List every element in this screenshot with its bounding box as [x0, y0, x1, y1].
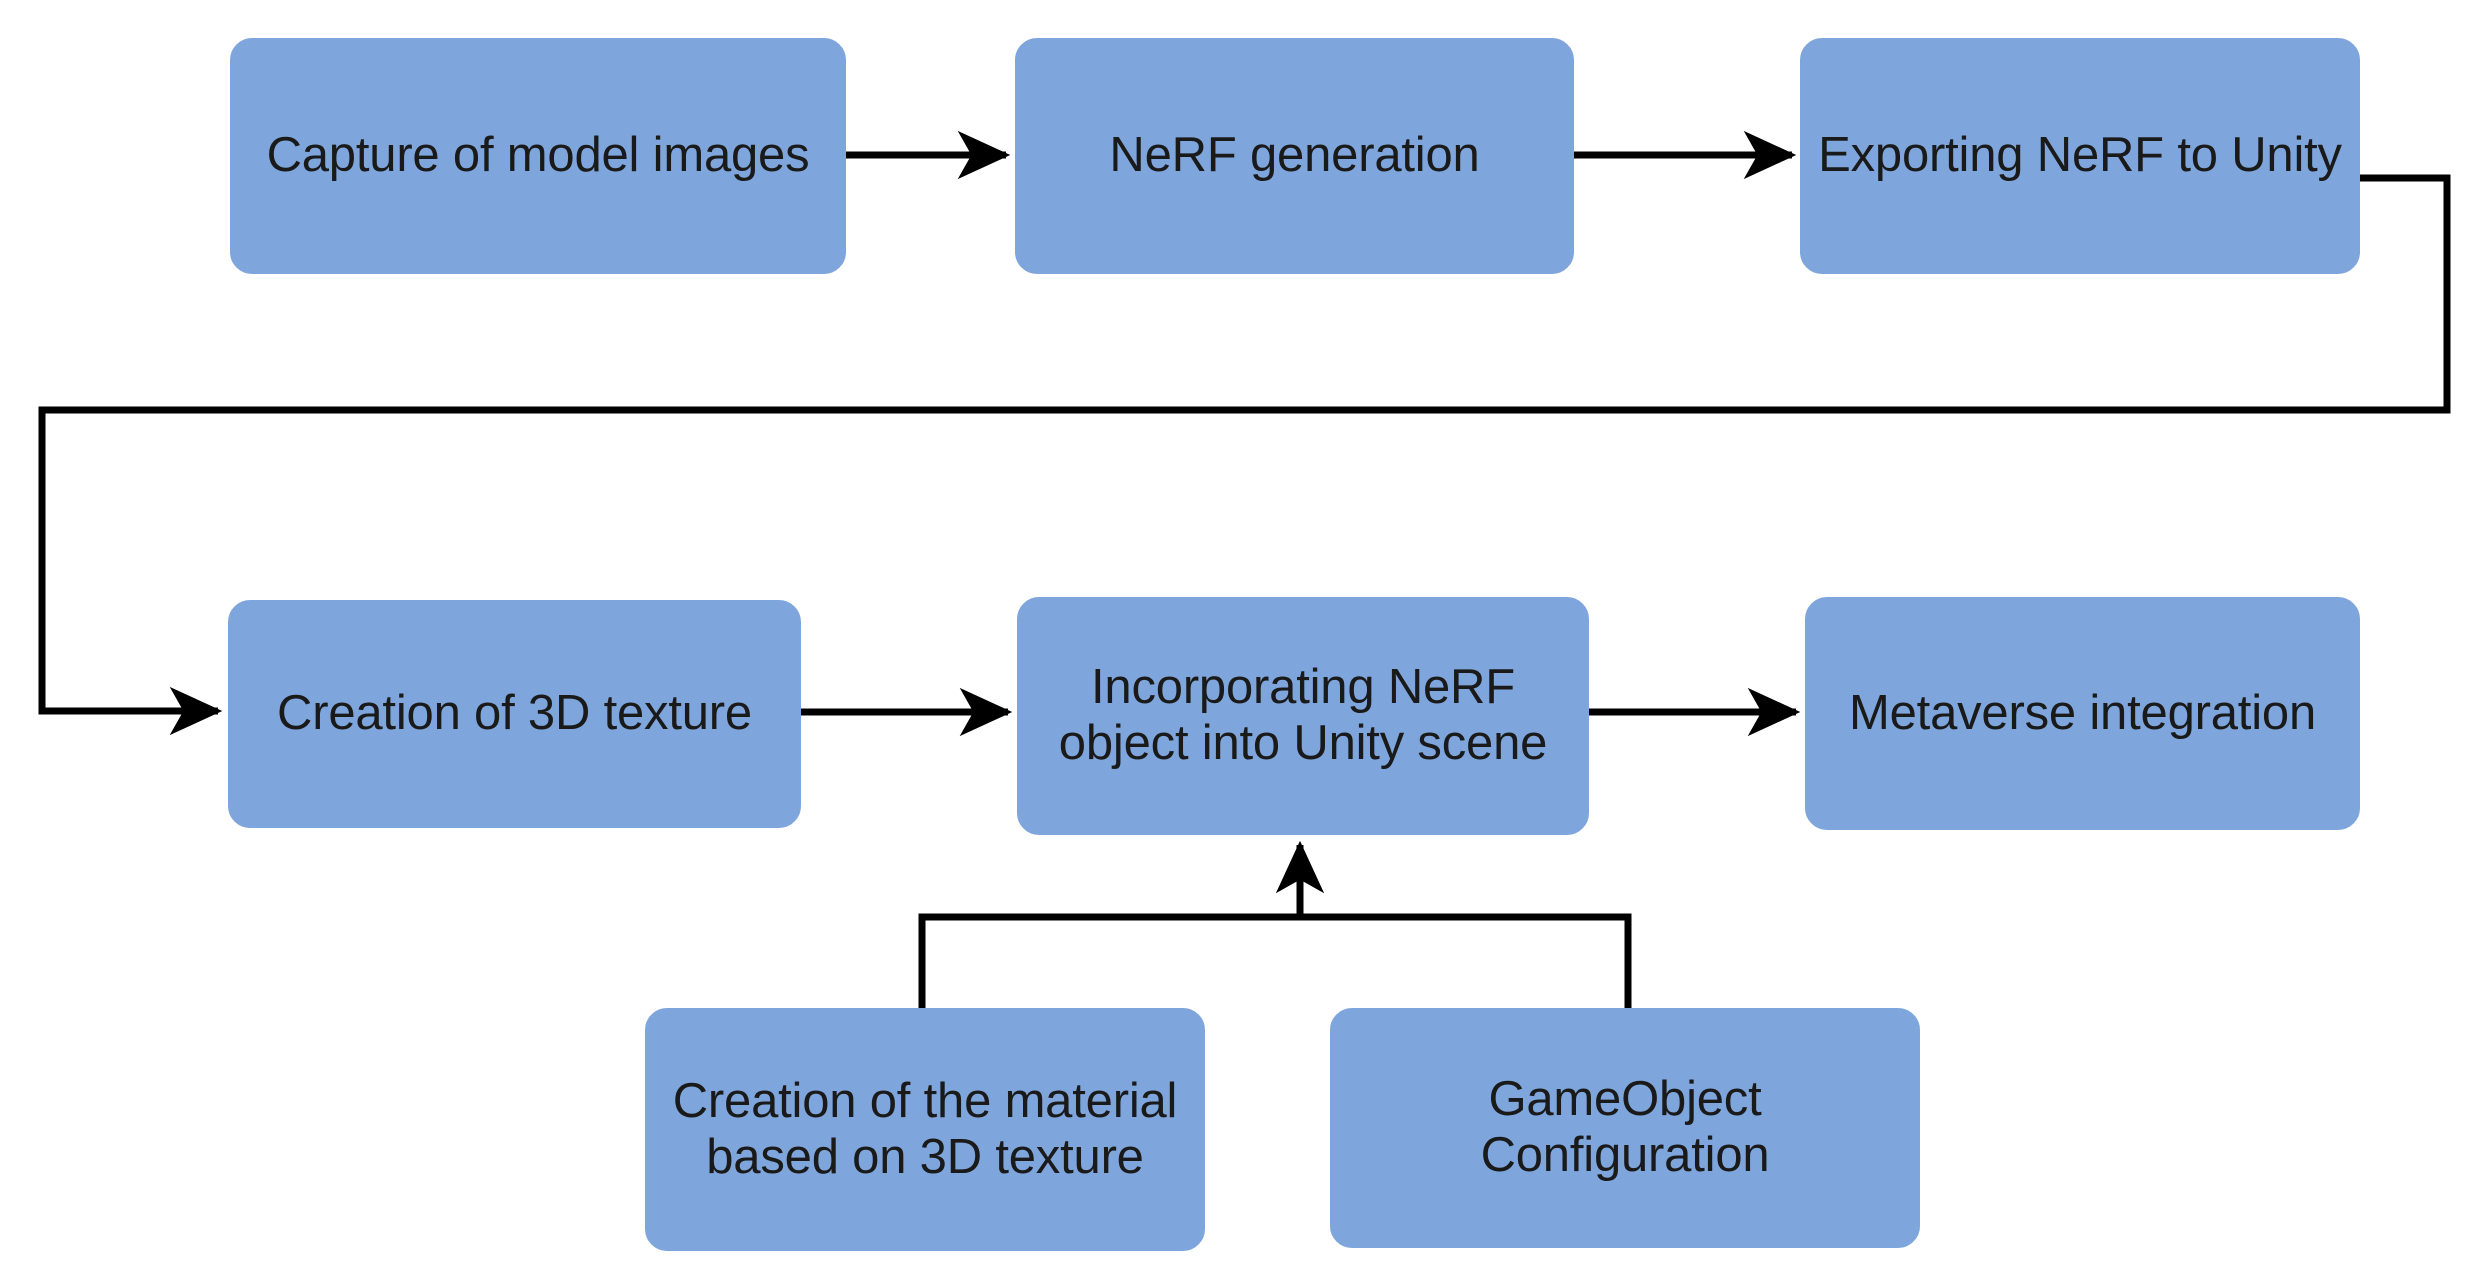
node-nerf-generation[interactable]: NeRF generation	[1015, 38, 1574, 274]
node-label-incorporating-nerf-object: Incorporating NeRF object into Unity sce…	[1058, 660, 1548, 770]
node-label-nerf-generation: NeRF generation	[1109, 128, 1480, 183]
node-creation-of-3d-texture[interactable]: Creation of 3D texture	[228, 600, 801, 828]
node-label-creation-of-material: Creation of the material based on 3D tex…	[672, 1073, 1178, 1184]
node-label-creation-of-3d-texture: Creation of 3D texture	[277, 686, 752, 741]
node-label-metaverse-integration: Metaverse integration	[1849, 685, 2316, 740]
node-incorporating-nerf-object[interactable]: Incorporating NeRF object into Unity sce…	[1017, 597, 1589, 835]
node-creation-of-material[interactable]: Creation of the material based on 3D tex…	[645, 1008, 1205, 1251]
node-label-exporting-nerf-to-unity: Exporting NeRF to Unity	[1818, 128, 2342, 183]
node-metaverse-integration[interactable]: Metaverse integration	[1805, 597, 2360, 830]
edge-material-to-junction	[918, 913, 1632, 1008]
node-label-gameobject-configuration: GameObject Configuration	[1480, 1072, 1770, 1182]
node-exporting-nerf-to-unity[interactable]: Exporting NeRF to Unity	[1800, 38, 2360, 274]
node-label-capture: Capture of model images	[266, 128, 810, 183]
node-capture-of-model-images[interactable]: Capture of model images	[230, 38, 846, 274]
node-gameobject-configuration[interactable]: GameObject Configuration	[1330, 1008, 1920, 1248]
